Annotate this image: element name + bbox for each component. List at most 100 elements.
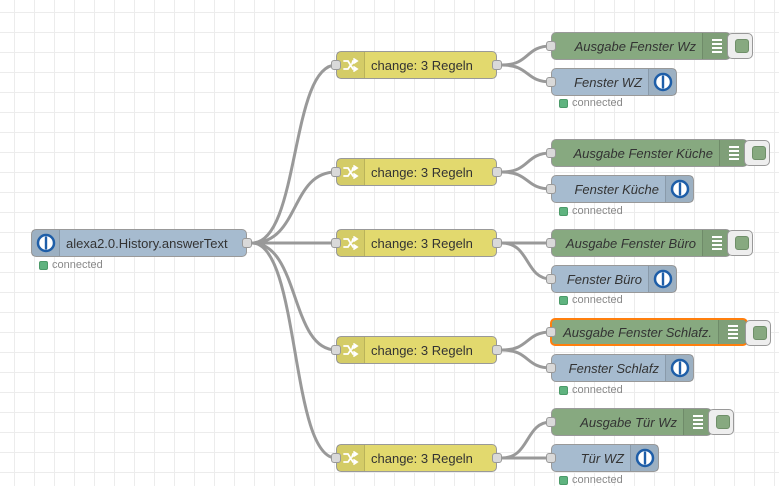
output-port[interactable] <box>492 238 502 248</box>
status-indicator <box>559 385 568 395</box>
status-text: connected <box>572 97 623 109</box>
input-port[interactable] <box>546 148 556 158</box>
node-label: Ausgabe Fenster Wz <box>574 38 696 54</box>
iobroker-power-icon <box>630 445 658 471</box>
node-label: change: 3 Regeln <box>371 235 473 251</box>
ioout-node[interactable]: Fenster Büro <box>546 265 677 293</box>
shuffle-icon <box>337 52 365 78</box>
wire <box>250 241 338 460</box>
input-port[interactable] <box>546 77 556 87</box>
node-label: Fenster Küche <box>574 181 659 197</box>
node-label: change: 3 Regeln <box>371 342 473 358</box>
status-text: connected <box>52 259 103 271</box>
status-text: connected <box>572 294 623 306</box>
wire <box>250 241 338 352</box>
status-text: connected <box>572 384 623 396</box>
debug-node[interactable]: Ausgabe Fenster Büro <box>546 229 731 257</box>
toggle-indicator <box>716 415 730 429</box>
ioout-node[interactable]: Fenster Schlafz <box>546 354 694 382</box>
ioout-node[interactable]: Fenster WZ <box>546 68 677 96</box>
debug-list-icon <box>702 33 730 59</box>
debug-node[interactable]: Ausgabe Fenster Schlafz. <box>546 318 748 346</box>
node-label: Fenster Schlafz <box>568 360 659 376</box>
wire <box>250 170 338 245</box>
change-node[interactable]: change: 3 Regeln <box>331 229 502 257</box>
debug-list-icon <box>718 320 746 344</box>
wire <box>250 63 338 245</box>
node-label: Fenster Büro <box>566 271 642 287</box>
output-port[interactable] <box>492 167 502 177</box>
node-status: connected <box>559 97 623 109</box>
input-port[interactable] <box>546 238 556 248</box>
input-port[interactable] <box>331 453 341 463</box>
node-label: change: 3 Regeln <box>371 164 473 180</box>
input-port[interactable] <box>546 41 556 51</box>
ioout-node[interactable]: Fenster Küche <box>546 175 694 203</box>
debug-node[interactable]: Ausgabe Fenster Küche <box>546 139 748 167</box>
change-node[interactable]: change: 3 Regeln <box>331 51 502 79</box>
status-indicator <box>559 475 568 485</box>
wire <box>500 151 553 174</box>
debug-toggle-button[interactable] <box>745 320 771 346</box>
debug-toggle-button[interactable] <box>727 33 753 59</box>
iobroker-power-icon <box>648 69 676 95</box>
output-port[interactable] <box>242 238 252 248</box>
shuffle-icon <box>337 337 365 363</box>
ioin-node[interactable]: alexa2.0.History.answerText <box>31 229 252 257</box>
node-label: change: 3 Regeln <box>371 450 473 466</box>
input-port[interactable] <box>546 453 556 463</box>
iobroker-power-icon <box>648 266 676 292</box>
ioout-node[interactable]: Tür WZ <box>546 444 659 472</box>
input-port[interactable] <box>546 274 556 284</box>
toggle-indicator <box>735 236 749 250</box>
node-label: alexa2.0.History.answerText <box>66 235 228 251</box>
debug-toggle-button[interactable] <box>744 140 770 166</box>
node-status: connected <box>559 474 623 486</box>
shuffle-icon <box>337 445 365 471</box>
debug-node[interactable]: Ausgabe Fenster Wz <box>546 32 731 60</box>
node-label: Ausgabe Tür Wz <box>580 414 677 430</box>
node-label: Ausgabe Fenster Schlafz. <box>563 324 712 340</box>
node-status: connected <box>559 294 623 306</box>
node-status: connected <box>39 259 103 271</box>
debug-toggle-button[interactable] <box>727 230 753 256</box>
output-port[interactable] <box>492 60 502 70</box>
input-port[interactable] <box>546 184 556 194</box>
input-port[interactable] <box>546 417 556 427</box>
debug-node[interactable]: Ausgabe Tür Wz <box>546 408 712 436</box>
change-node[interactable]: change: 3 Regeln <box>331 444 502 472</box>
toggle-indicator <box>735 39 749 53</box>
node-status: connected <box>559 384 623 396</box>
change-node[interactable]: change: 3 Regeln <box>331 336 502 364</box>
output-port[interactable] <box>492 453 502 463</box>
node-label: Ausgabe Fenster Büro <box>565 235 696 251</box>
input-port[interactable] <box>331 345 341 355</box>
iobroker-power-icon <box>665 176 693 202</box>
input-port[interactable] <box>546 327 556 337</box>
status-text: connected <box>572 205 623 217</box>
input-port[interactable] <box>546 363 556 373</box>
debug-toggle-button[interactable] <box>708 409 734 435</box>
node-label: Tür WZ <box>580 450 624 466</box>
shuffle-icon <box>337 159 365 185</box>
shuffle-icon <box>337 230 365 256</box>
status-indicator <box>39 260 48 270</box>
output-port[interactable] <box>492 345 502 355</box>
change-node[interactable]: change: 3 Regeln <box>331 158 502 186</box>
wire <box>500 348 553 370</box>
debug-list-icon <box>702 230 730 256</box>
input-port[interactable] <box>331 60 341 70</box>
wire <box>500 44 553 67</box>
wire <box>500 330 553 352</box>
input-port[interactable] <box>331 238 341 248</box>
debug-list-icon <box>683 409 711 435</box>
wire <box>500 241 553 281</box>
wire <box>500 63 553 84</box>
node-status: connected <box>559 205 623 217</box>
toggle-indicator <box>753 326 767 340</box>
status-text: connected <box>572 474 623 486</box>
iobroker-power-icon <box>32 230 60 256</box>
input-port[interactable] <box>331 167 341 177</box>
wire <box>500 420 553 460</box>
